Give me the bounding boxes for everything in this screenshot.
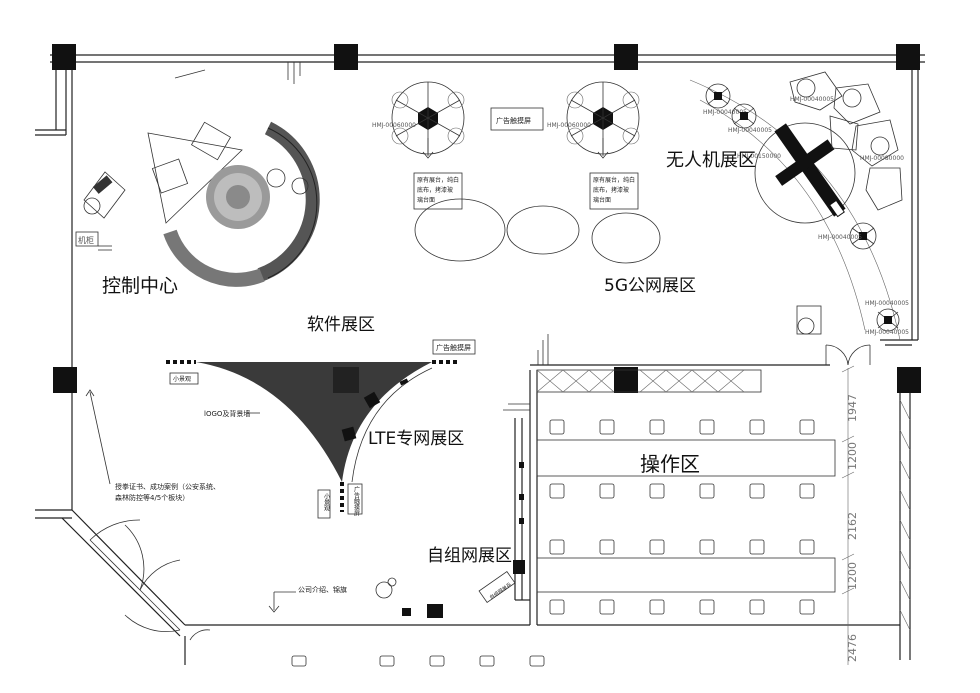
logo-wall-label: lOGO及背景墙 xyxy=(204,409,250,418)
chair xyxy=(151,158,189,194)
rock-display xyxy=(789,71,903,211)
chair xyxy=(291,177,309,195)
cert-note-line: 森林防控等4/5个板块） xyxy=(115,493,189,502)
dimension-label: 2162 xyxy=(846,512,859,540)
booth-note-line: 原有展台，纯白 xyxy=(417,176,459,184)
zone-label-operation: 操作区 xyxy=(640,452,700,476)
cabinet xyxy=(75,231,99,247)
dimension-label: 1947 xyxy=(846,394,859,422)
person-seat xyxy=(375,577,397,599)
oval-booth xyxy=(414,198,506,262)
booth-note-line: 原有展台，纯白 xyxy=(593,176,635,184)
ad-screen-label: 广告触摸屏 xyxy=(353,485,360,517)
small-drone xyxy=(876,308,900,332)
ad-screen xyxy=(490,107,544,131)
company-intro-label: 公司介绍、锦旗 xyxy=(298,585,347,594)
model-code: HMJ-00150000 xyxy=(737,153,781,160)
operation-area xyxy=(291,369,900,667)
column xyxy=(614,367,638,393)
dimension-label: 1200 xyxy=(846,562,859,590)
model-code: HMJ-00040005 xyxy=(818,234,862,241)
oval-booth xyxy=(591,212,661,264)
zone-label-lte: LTE专网展区 xyxy=(368,429,464,449)
small-scene-box xyxy=(169,372,199,385)
zone-label-software: 软件展区 xyxy=(307,315,375,335)
ad-screen xyxy=(347,483,363,515)
chair xyxy=(797,317,815,335)
small-drone xyxy=(705,83,731,109)
model-code: HMJ-00040005 xyxy=(790,96,834,103)
small-kiosk xyxy=(317,489,331,519)
right-window xyxy=(899,399,911,631)
model-code: HMJ-00060000 xyxy=(372,122,416,129)
inner-partition xyxy=(402,334,549,618)
logo-background-wall xyxy=(196,362,432,482)
model-code: HMJ-00040005 xyxy=(728,127,772,134)
model-code: HMJ-00040005 xyxy=(865,329,909,336)
adhoc-stand-label: 自组网单兵 xyxy=(488,581,513,601)
stand xyxy=(796,305,822,335)
booth-note-box xyxy=(589,172,639,210)
lte-wall xyxy=(166,360,460,512)
model-code: HMJ-00060000 xyxy=(547,122,591,129)
cabinet-label: 机柜 xyxy=(78,235,94,245)
cert-note-line: 授拳证书、成功案例（公安系统、 xyxy=(115,482,220,491)
kiosk-label: 小景观 xyxy=(323,492,330,512)
entrance-doors xyxy=(89,519,211,641)
oval-booth xyxy=(506,205,580,255)
column xyxy=(896,44,920,70)
chair xyxy=(266,168,286,188)
column xyxy=(897,367,921,393)
column xyxy=(53,367,77,393)
model-code: HMJ-00080000 xyxy=(860,155,904,162)
booth-note-line: 底布，拷漆玻 xyxy=(593,186,629,194)
large-drone-platform xyxy=(754,122,856,224)
adhoc-stand: 自组网单兵 xyxy=(478,570,516,604)
booth-note-line: 底布，拷漆玻 xyxy=(417,186,453,194)
small-scene-label: 小景观 xyxy=(173,375,191,383)
chair xyxy=(190,121,232,161)
booth-note-box xyxy=(413,172,463,210)
large-drone xyxy=(774,123,846,218)
zone-label-adhoc: 自组网展区 xyxy=(427,546,512,566)
column xyxy=(334,44,358,70)
triangle-table xyxy=(147,132,243,224)
drone-model-2 xyxy=(566,81,640,155)
control-center-area: 机柜 xyxy=(75,62,320,287)
model-code: HMJ-00040005 xyxy=(865,300,909,307)
zone-label-5g: 5G公网展区 xyxy=(604,276,696,296)
dimension-label: 2476 xyxy=(846,634,859,662)
model-code: HMJ-00040005 xyxy=(703,109,747,116)
drone-area: HMJ-00150000 HMJ-00040005 HMJ-00040005 xyxy=(689,71,909,366)
storage-cabinets xyxy=(536,369,762,393)
desk-row xyxy=(536,557,836,593)
dimension-label: 1200 xyxy=(846,442,859,470)
desk-row xyxy=(536,439,836,477)
outer-walls xyxy=(35,54,925,665)
booth-note-line: 璃台面 xyxy=(417,196,435,204)
ad-screen-label: 广告触摸屏 xyxy=(436,343,471,352)
dimension-line: 1947 1200 2162 1200 2476 xyxy=(841,365,859,665)
ad-screen xyxy=(432,339,476,355)
small-drone xyxy=(849,222,877,250)
5g-public-area: HMJ-00060000 HMJ-00060000 广告触摸屏 原有展台，纯白 … xyxy=(372,81,661,264)
ad-screen-label: 广告触摸屏 xyxy=(496,116,531,125)
zone-label-drone: 无人机展区 xyxy=(666,150,756,171)
column xyxy=(52,44,76,70)
curved-console xyxy=(257,121,320,282)
control-desk xyxy=(83,171,126,219)
small-drone xyxy=(731,103,757,129)
booth-note-line: 璃台面 xyxy=(593,196,611,204)
column xyxy=(614,44,638,70)
zone-label-control-center: 控制中心 xyxy=(102,275,178,297)
